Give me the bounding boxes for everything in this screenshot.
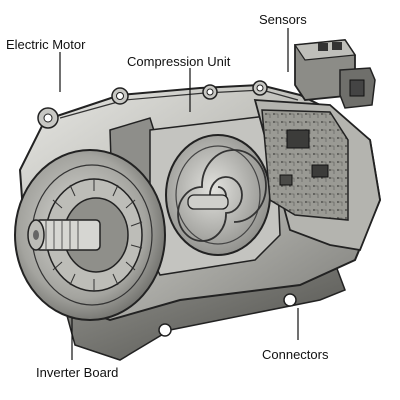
bolt-hole [283, 293, 297, 307]
bolt-hole [43, 113, 53, 123]
electric-motor [14, 149, 166, 321]
electronics-housing [253, 99, 381, 252]
bolt-hole [256, 84, 264, 92]
label-inverter-board: Inverter Board [36, 365, 119, 380]
label-connectors: Connectors [262, 347, 329, 362]
inverter-pcb [261, 109, 349, 221]
chip [286, 129, 310, 149]
chip [311, 164, 329, 178]
label-compression-unit: Compression Unit [127, 54, 231, 69]
bolt-hole [158, 323, 172, 337]
label-sensors: Sensors [259, 12, 307, 27]
motor-shaft [27, 219, 101, 251]
plug-port [349, 79, 365, 97]
bolt-hole [206, 88, 214, 96]
drive-shaft [187, 194, 229, 210]
compression-scroll [165, 134, 271, 256]
bolt-hole [116, 92, 124, 100]
label-electric-motor: Electric Motor [6, 37, 86, 52]
chip [279, 174, 293, 186]
pin-socket [318, 43, 328, 51]
sensor-connector-block [293, 39, 376, 109]
leader-lines [59, 28, 299, 360]
pin-socket [332, 42, 342, 50]
